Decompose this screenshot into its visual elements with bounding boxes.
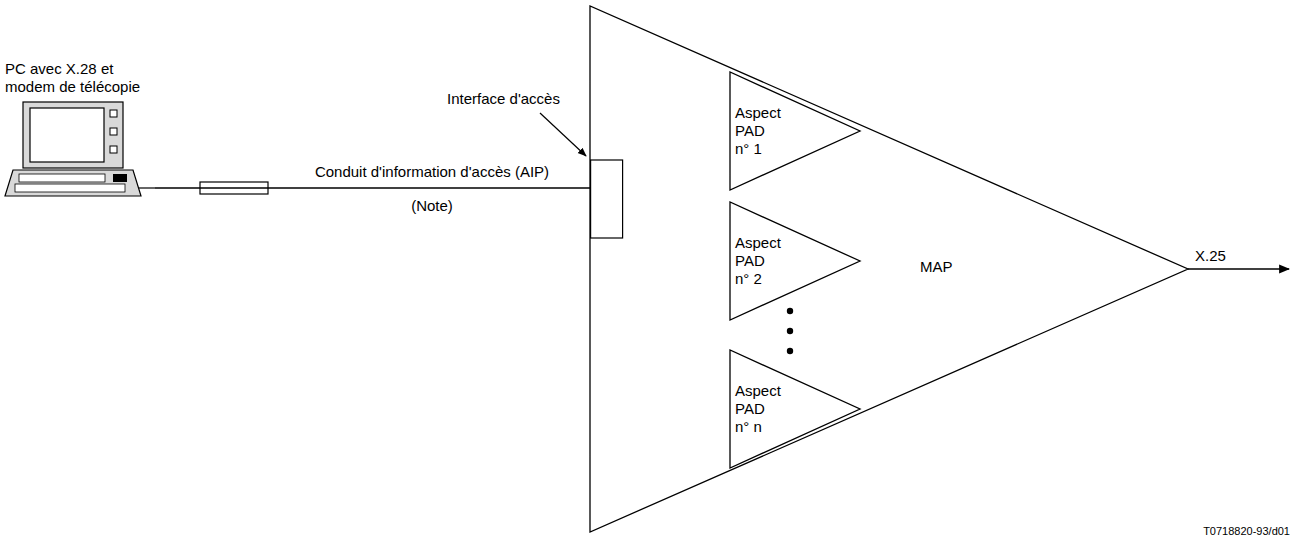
- computer-illustration: [5, 102, 155, 196]
- pad-outline: [730, 72, 860, 190]
- pad-label: Aspect PAD n° n: [735, 382, 782, 436]
- pad-label: Aspect PAD n° 2: [735, 234, 782, 288]
- note-label: (Note): [411, 197, 453, 215]
- pad-triangle: Aspect PAD n° n: [730, 350, 860, 468]
- pad-outline: [730, 350, 860, 468]
- map-outline: [590, 6, 1188, 532]
- ellipsis-dot: [787, 328, 793, 334]
- interface-label: Interface d'accès: [447, 90, 560, 108]
- monitor-button: [110, 128, 117, 135]
- access-interface: [591, 160, 623, 238]
- pad-triangle: Aspect PAD n° 2: [730, 202, 860, 320]
- ellipsis-dot: [787, 348, 793, 354]
- map-triangle: MAP Aspect PAD n° 1 Aspect PAD n° 2 Aspect …: [590, 6, 1188, 532]
- triangle-outline: [590, 6, 1188, 532]
- pad-label: Aspect PAD n° 1: [735, 104, 782, 158]
- computer-figure: [5, 100, 155, 200]
- monitor-button: [110, 146, 117, 153]
- connector-group: [155, 188, 590, 189]
- figure-code: T0718820-93/d01: [1203, 522, 1290, 539]
- keyboard-keys: [19, 174, 105, 182]
- access-line: [155, 187, 590, 188]
- monitor-screen: [30, 108, 104, 162]
- monitor-body: [23, 102, 123, 168]
- monitor-button: [110, 110, 117, 117]
- keyboard: [5, 170, 141, 196]
- pad-triangle: Aspect PAD n° 1: [730, 72, 860, 190]
- leader-arrow: [540, 113, 586, 156]
- edge-label: Conduit d'information d'accès (AIP): [315, 163, 549, 181]
- keyboard-slot: [113, 174, 127, 182]
- output-arrow: [1188, 268, 1289, 269]
- device-caption: PC avec X.28 et modem de télécopie: [5, 60, 155, 96]
- cable-stub: [139, 187, 155, 188]
- pad-outline: [730, 202, 860, 320]
- computer-node: PC avec X.28 et modem de télécopie: [5, 60, 155, 200]
- ellipsis-dot: [787, 308, 793, 314]
- node-title: MAP: [920, 258, 953, 276]
- output-label: X.25: [1195, 247, 1226, 265]
- keyboard-keys: [15, 184, 125, 192]
